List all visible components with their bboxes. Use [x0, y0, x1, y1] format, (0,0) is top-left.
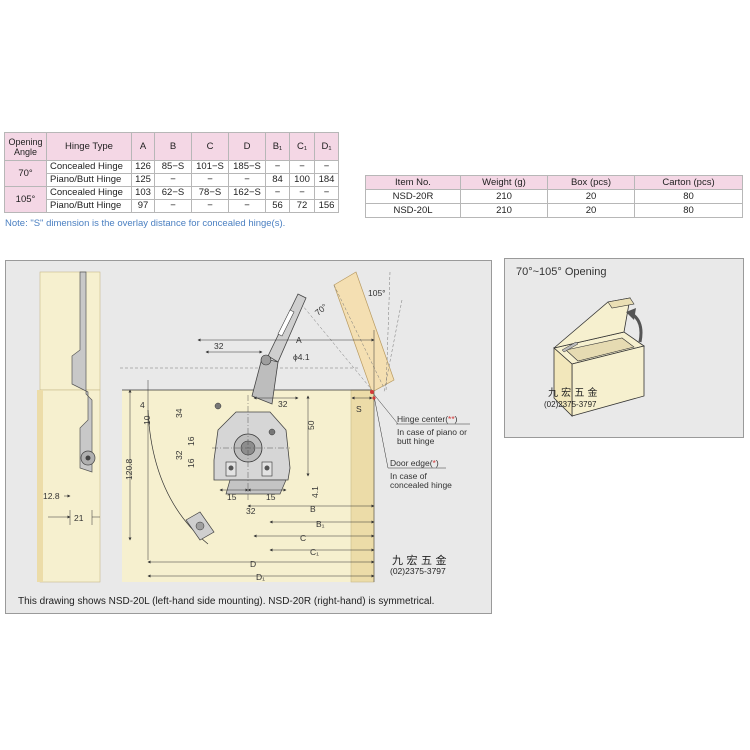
cell-d1: −: [314, 160, 339, 174]
hinge-arm: [251, 293, 307, 405]
cell-item-no: NSD-20L: [365, 203, 461, 218]
guide-dash: [383, 299, 403, 393]
col-box: Box (pcs): [547, 175, 635, 190]
cell-carton: 80: [634, 203, 743, 218]
cell-box: 20: [547, 203, 635, 218]
open-door: [333, 271, 395, 393]
dim-s: S: [356, 404, 362, 414]
dim-32-vert: 32: [174, 450, 184, 460]
dim-10: 10: [142, 415, 152, 425]
items-header-row: Item No. Weight (g) Box (pcs) Carton (pc…: [365, 175, 743, 190]
overlay-note: Note: "S" dimension is the overlay dista…: [5, 218, 286, 229]
col-carton: Carton (pcs): [634, 175, 743, 190]
dim-32-mid: 32: [278, 399, 288, 409]
col-item-no: Item No.: [365, 175, 461, 190]
piano-note-2: butt hinge: [397, 436, 435, 446]
piano-note-1: In case of piano or: [397, 427, 467, 437]
dim-d1: D₁: [256, 572, 265, 582]
side-door-edge: [37, 390, 43, 582]
dim-120-8: 120.8: [124, 458, 134, 480]
drawing-stamp-name: 九 宏 五 金: [392, 553, 447, 567]
dim-32-bottom: 32: [246, 506, 256, 516]
col-opening-angle: Opening Angle: [4, 132, 47, 161]
dim-a: A: [296, 335, 302, 345]
hinge-center-leader: [371, 391, 399, 425]
concealed-note-1: In case of: [390, 471, 427, 481]
cell-weight: 210: [460, 203, 548, 218]
angle-cell: 70°: [4, 160, 47, 187]
dim-b: B: [310, 504, 316, 514]
dim-12-8: 12.8: [43, 491, 60, 501]
dim-34: 34: [174, 408, 184, 418]
angle-105: 105°: [368, 288, 386, 298]
guide-dash: [333, 284, 385, 389]
col-hinge-type: Hinge Type: [46, 132, 132, 161]
dim-c: C: [300, 533, 306, 543]
side-hinge-profile: [71, 271, 93, 473]
cell-d1: 156: [314, 199, 339, 213]
table-row: 70° Concealed Hinge 126 85−S 101−S 185−S…: [4, 160, 339, 187]
angle-70: 70°: [313, 302, 329, 318]
col-b: B: [154, 132, 192, 161]
dim-16-b: 16: [186, 458, 196, 468]
side-wood-upper: [39, 271, 101, 391]
table-row: Piano/Butt Hinge 97 − − − 56 72 156: [5, 199, 339, 213]
dim-15-b: 15: [266, 492, 276, 502]
table-row: NSD-20L 210 20 80: [365, 203, 743, 218]
dim-32-top: 32: [214, 341, 224, 351]
hinge-body: [213, 402, 291, 495]
lower-arm: [185, 511, 215, 541]
dim-50: 50: [306, 420, 316, 430]
door-edge-leader: [373, 395, 389, 469]
dim-4-1: 4.1: [310, 486, 320, 498]
door-edge-marker: [372, 396, 376, 400]
illustration-stamp-name: 九 宏 五 金: [548, 386, 598, 399]
box-illustration: 九 宏 五 金 (02)2375-3797: [544, 297, 645, 417]
hinge-center-label: Hinge center(**): [397, 414, 458, 424]
side-pivot-inner: [85, 455, 91, 461]
dim-d: D: [250, 559, 256, 569]
spec-table: Opening Angle Hinge Type A B C D B₁ C₁ D…: [4, 132, 339, 213]
items-table: Item No. Weight (g) Box (pcs) Carton (pc…: [365, 175, 743, 218]
dim-b1: B₁: [316, 519, 325, 529]
dim-phi: ϕ4.1: [293, 352, 310, 362]
drawing-stamp-phone: (02)2375-3797: [390, 566, 446, 576]
dim-15-a: 15: [227, 492, 237, 502]
col-b1: B₁: [265, 132, 290, 161]
dim-21: 21: [74, 513, 84, 523]
dim-c1: C₁: [310, 547, 319, 557]
spec-header-row: Opening Angle Hinge Type A B C D B₁ C₁ D…: [4, 132, 339, 161]
door-panel: [350, 389, 375, 583]
dim-4: 4: [140, 400, 145, 410]
concealed-note-2: concealed hinge: [390, 480, 452, 490]
table-row: NSD-20R 210 20 80: [365, 189, 743, 204]
table-row: 105° Concealed Hinge 103 62−S 78−S 162−S…: [4, 186, 339, 213]
guide-dash: [385, 271, 391, 393]
door-edge-label: Door edge(*): [390, 458, 439, 468]
illustration-stamp-phone: (02)2375-3797: [544, 400, 597, 409]
dim-16-a: 16: [186, 436, 196, 446]
guide-dash: [297, 299, 373, 391]
drawing-caption: This drawing shows NSD-20L (left-hand si…: [18, 596, 435, 607]
hinge-center-marker: [370, 390, 374, 394]
illustration-title: 70°~105° Opening: [516, 266, 607, 278]
